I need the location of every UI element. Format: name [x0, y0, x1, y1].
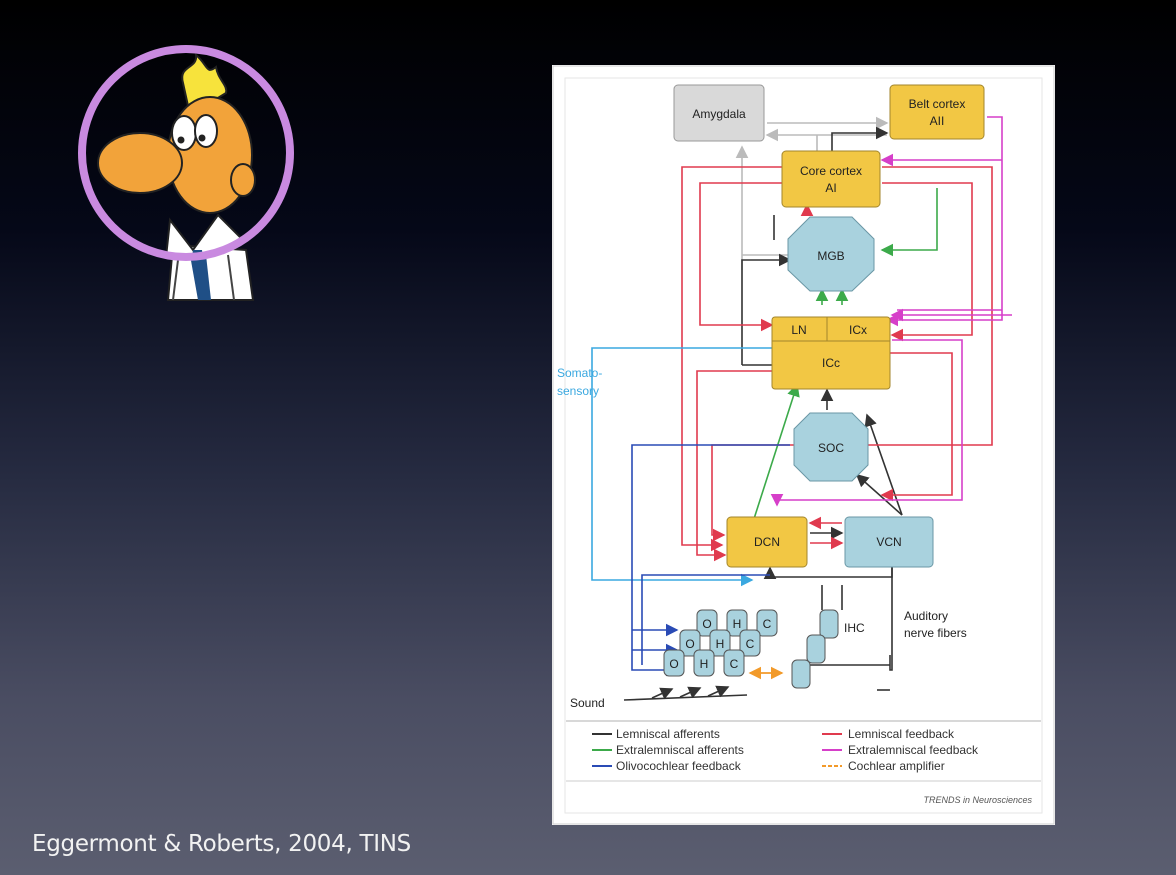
legend-cochlear-amplifier: Cochlear amplifier — [822, 759, 945, 773]
node-mgb: MGB — [787, 216, 875, 292]
node-belt-cortex: Belt cortex AII — [889, 84, 985, 140]
somatosensory-label: Somato- sensory — [557, 366, 602, 398]
node-amygdala: Amygdala — [673, 84, 765, 142]
svg-text:H: H — [716, 637, 725, 651]
svg-text:Extralemniscal afferents: Extralemniscal afferents — [616, 743, 744, 757]
svg-text:AII: AII — [930, 114, 945, 128]
legend-lemniscal-afferents: Lemniscal afferents — [592, 727, 720, 741]
svg-text:DCN: DCN — [754, 535, 780, 549]
svg-text:Lemniscal afferents: Lemniscal afferents — [616, 727, 720, 741]
svg-text:Amygdala: Amygdala — [692, 107, 746, 121]
node-inferior-colliculus: LN ICx ICc — [771, 316, 891, 390]
node-icc: ICc — [822, 356, 840, 370]
svg-text:O: O — [685, 637, 694, 651]
svg-text:sensory: sensory — [557, 384, 599, 398]
node-dcn: DCN — [726, 516, 808, 568]
auditory-nerve-label: Auditory nerve fibers — [904, 609, 967, 640]
svg-text:Olivocochlear feedback: Olivocochlear feedback — [616, 759, 742, 773]
svg-text:nerve fibers: nerve fibers — [904, 626, 967, 640]
svg-text:MGB: MGB — [817, 249, 844, 263]
inner-hair-cells: IHC — [791, 609, 865, 689]
figure-card: Amygdala Belt cortex AII Core cortex AI … — [552, 65, 1055, 825]
legend-extralemniscal-feedback: Extralemniscal feedback — [822, 743, 979, 757]
svg-text:SOC: SOC — [818, 441, 844, 455]
legend-extralemniscal-afferents: Extralemniscal afferents — [592, 743, 744, 757]
svg-text:H: H — [733, 617, 742, 631]
svg-text:Belt cortex: Belt cortex — [909, 97, 966, 111]
node-core-cortex: Core cortex AI — [781, 150, 881, 208]
svg-text:O: O — [669, 657, 678, 671]
auditory-pathway-diagram: Amygdala Belt cortex AII Core cortex AI … — [552, 65, 1055, 825]
svg-text:C: C — [763, 617, 772, 631]
svg-text:Somato-: Somato- — [557, 366, 602, 380]
node-soc: SOC — [793, 412, 869, 482]
svg-text:Auditory: Auditory — [904, 609, 948, 623]
svg-text:AI: AI — [825, 181, 836, 195]
outer-hair-cells: O H C O H C O H C — [663, 609, 778, 677]
svg-text:Cochlear amplifier: Cochlear amplifier — [848, 759, 945, 773]
svg-text:Extralemniscal feedback: Extralemniscal feedback — [848, 743, 979, 757]
node-icx: ICx — [849, 323, 867, 337]
legend: Lemniscal afferents Extralemniscal affer… — [566, 720, 1041, 805]
citation: Eggermont & Roberts, 2004, TINS — [32, 831, 411, 857]
legend-olivocochlear-feedback: Olivocochlear feedback — [592, 759, 742, 773]
ihc-label: IHC — [844, 621, 865, 635]
svg-text:Core cortex: Core cortex — [800, 164, 862, 178]
svg-text:Lemniscal feedback: Lemniscal feedback — [848, 727, 955, 741]
svg-text:C: C — [746, 637, 755, 651]
cartoon-avatar — [78, 45, 298, 305]
sound-label: Sound — [570, 696, 605, 710]
svg-text:VCN: VCN — [876, 535, 901, 549]
legend-lemniscal-feedback: Lemniscal feedback — [822, 727, 955, 741]
svg-text:C: C — [730, 657, 739, 671]
journal-credit: TRENDS in Neurosciences — [923, 795, 1032, 805]
node-ln: LN — [791, 323, 806, 337]
node-vcn: VCN — [844, 516, 934, 568]
svg-text:H: H — [700, 657, 709, 671]
svg-text:O: O — [702, 617, 711, 631]
